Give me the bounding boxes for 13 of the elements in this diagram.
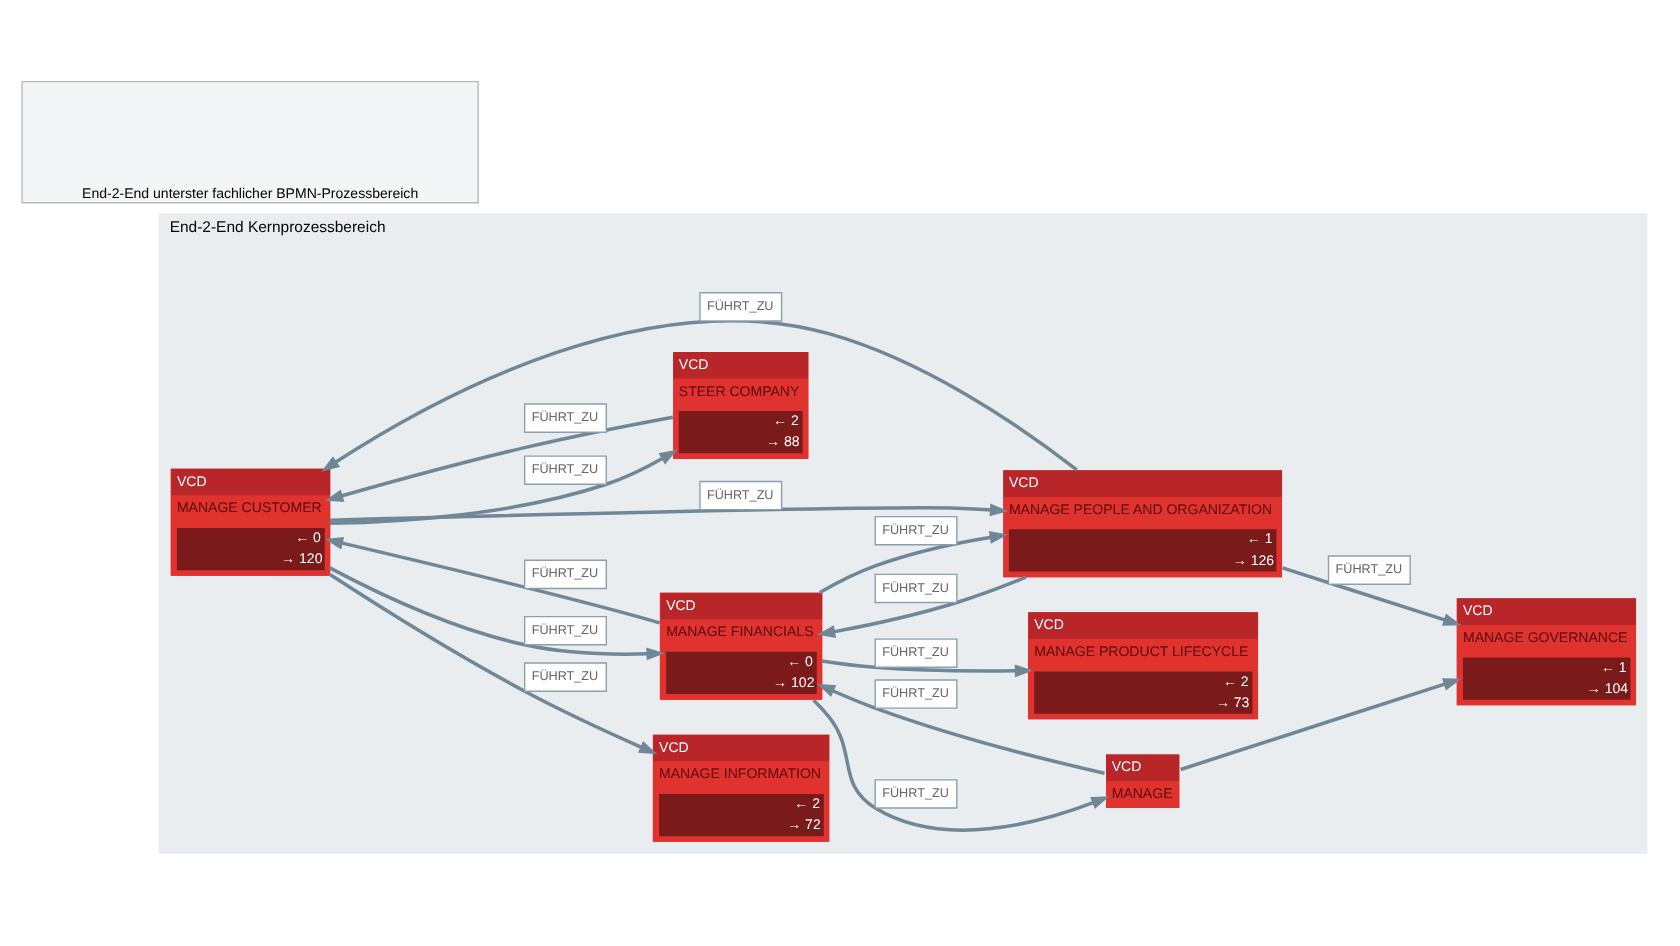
arrow bbox=[321, 319, 1078, 472]
arrow bbox=[324, 537, 661, 625]
arrow bbox=[1180, 678, 1462, 772]
arrow bbox=[816, 683, 1105, 775]
arrow bbox=[812, 698, 1110, 832]
arrow bbox=[330, 449, 678, 526]
arrow bbox=[821, 659, 1034, 678]
arrow bbox=[328, 566, 665, 661]
arrow bbox=[324, 415, 674, 502]
arrow bbox=[1281, 566, 1462, 626]
arrow bbox=[329, 573, 658, 755]
arrow bbox=[329, 503, 1009, 522]
arrow bbox=[818, 531, 1008, 595]
